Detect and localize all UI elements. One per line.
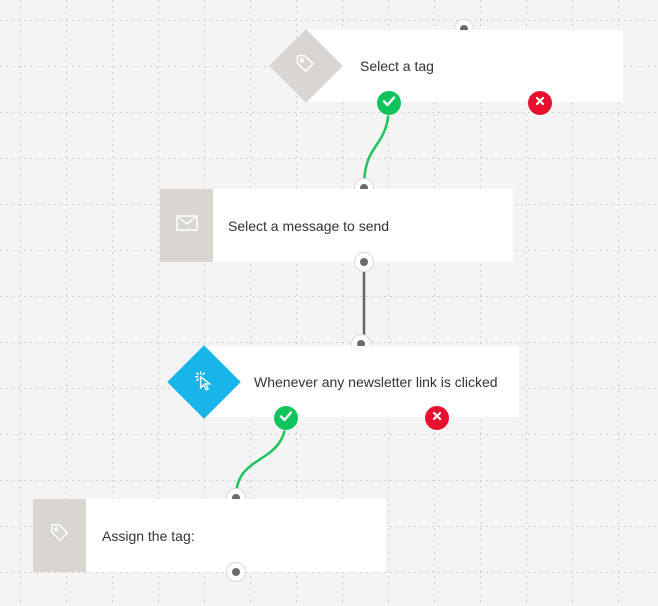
no-branch-button[interactable] (528, 91, 552, 115)
no-branch-button[interactable] (425, 406, 449, 430)
node-assign-tag[interactable]: Assign the tag: (33, 499, 386, 572)
check-icon (382, 94, 396, 113)
node-assign-tag-label: Assign the tag: (102, 527, 195, 544)
connector-yes-1 (362, 102, 391, 188)
node-link-clicked-diamond (167, 345, 241, 419)
node-send-message-label: Select a message to send (228, 217, 390, 234)
x-icon (534, 94, 546, 112)
yes-branch-button[interactable] (274, 406, 298, 430)
tag-icon (49, 522, 71, 549)
node-select-tag-diamond (269, 29, 343, 103)
yes-branch-button[interactable] (377, 91, 401, 115)
node-select-tag[interactable]: Select a tag (306, 30, 623, 102)
envelope-icon (175, 215, 198, 236)
node-assign-tag-icon-box (33, 499, 86, 572)
node-link-clicked[interactable]: Whenever any newsletter link is clicked (204, 346, 519, 417)
tag-icon (295, 53, 317, 80)
x-icon (431, 409, 443, 427)
pointer-click-icon (192, 368, 216, 397)
node-send-message-icon-box (160, 189, 213, 262)
node-assign-tag-output-port[interactable] (226, 562, 246, 582)
node-select-tag-label: Select a tag (360, 58, 434, 74)
node-send-message[interactable]: Select a message to send (160, 189, 513, 262)
connector-yes-2 (234, 417, 288, 498)
node-send-message-output-port[interactable] (354, 252, 374, 272)
node-link-clicked-label: Whenever any newsletter link is clicked (254, 373, 498, 390)
check-icon (279, 409, 293, 428)
